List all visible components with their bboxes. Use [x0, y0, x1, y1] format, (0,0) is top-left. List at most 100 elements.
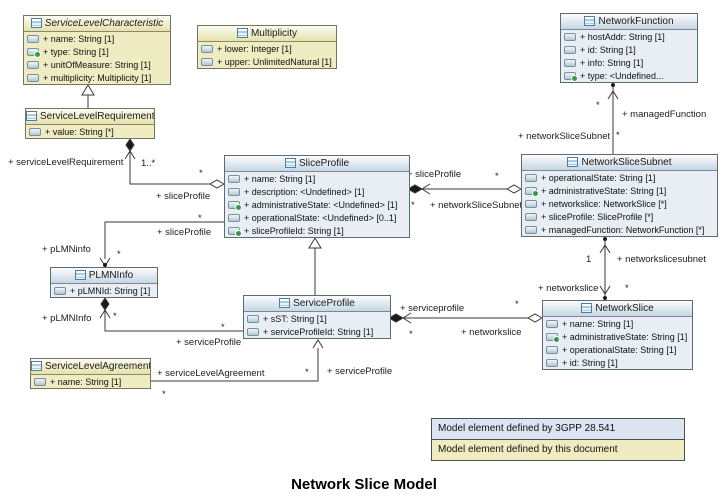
class-name: NetworkSlice	[595, 303, 654, 314]
attribute-row: + sST: String [1]	[244, 312, 390, 325]
edge-label: *	[495, 171, 499, 182]
edge-label: + sliceProfile	[157, 227, 211, 238]
attribute-icon	[525, 225, 537, 234]
attribute-text: + sliceProfileId: String [1]	[244, 225, 344, 236]
attribute-text: + administrativeState: String [1]	[562, 331, 688, 342]
attribute-text: + name: String [1]	[43, 33, 115, 44]
edge-label: *	[113, 311, 117, 322]
uml-class-plmninfo: PLMNInfo + pLMNId: String [1]	[50, 267, 158, 298]
edge-plmninfo-serviceprofile: + pLMNInfo * + serviceProfile *	[42, 297, 243, 348]
attribute-text: + unitOfMeasure: String [1]	[43, 59, 151, 70]
edge-label: *	[596, 100, 600, 111]
attribute-row: + administrativeState: <Undefined> [1]	[225, 198, 409, 211]
attribute-row: + name: String [1]	[225, 172, 409, 185]
edge-label: *	[162, 389, 166, 400]
edge-sliceprofile-plmninfo: + sliceProfile * + pLMNinfo *	[42, 213, 224, 267]
uml-class-multiplicity: Multiplicity + lower: Integer [1] + uppe…	[197, 25, 337, 69]
attribute-icon	[546, 319, 558, 328]
class-icon	[279, 298, 291, 308]
edge-slr-sliceprofile: + serviceLevelRequirement 1..* * + slice…	[8, 138, 226, 202]
attribute-text: + pLMNId: String [1]	[70, 285, 151, 296]
attribute-icon	[201, 44, 213, 53]
class-header: ServiceProfile	[244, 296, 390, 312]
attribute-row: + pLMNId: String [1]	[51, 284, 157, 297]
attribute-icon	[228, 213, 240, 222]
class-name: ServiceLevelAgreement	[45, 361, 150, 372]
attribute-row: + info: String [1]	[561, 56, 697, 69]
attribute-text: + sST: String [1]	[263, 313, 327, 324]
edge-serviceprofile-networkslice: + serviceprofile * + networkslice *	[387, 299, 544, 340]
attribute-icon	[228, 187, 240, 196]
attribute-row: + name: String [1]	[24, 32, 170, 45]
edge-label: + networkslice	[461, 327, 521, 338]
class-header: NetworkSlice	[543, 301, 692, 317]
edge-label: 1..*	[141, 158, 156, 169]
attribute-row: + name: String [1]	[543, 317, 692, 330]
legend-row-document: Model element defined by this document	[431, 439, 685, 461]
generalization-slr-slc	[81, 84, 95, 108]
attribute-icon	[525, 173, 537, 182]
diagram-caption: Network Slice Model	[291, 476, 437, 493]
attribute-row: + id: String [1]	[543, 356, 692, 369]
edge-label: *	[199, 168, 203, 179]
class-name: SliceProfile	[298, 158, 350, 169]
attribute-row: + id: String [1]	[561, 43, 697, 56]
class-icon	[284, 158, 296, 168]
attribute-text: + lower: Integer [1]	[217, 43, 292, 54]
class-name: Multiplicity	[250, 28, 298, 39]
class-icon	[581, 303, 593, 313]
attribute-row: + type: <Undefined...	[561, 69, 697, 82]
attribute-row: + name: String [1]	[31, 375, 150, 388]
class-header: Multiplicity	[198, 26, 336, 42]
attribute-text: + hostAddr: String [1]	[580, 31, 665, 42]
uml-class-networkfunction: NetworkFunction + hostAddr: String [1] +…	[560, 13, 698, 83]
attribute-text: + serviceProfileId: String [1]	[263, 326, 374, 337]
attribute-icon	[546, 332, 560, 343]
edge-label: + serviceLevelRequirement	[8, 157, 124, 168]
attribute-text: + networkslice: NetworkSlice [*]	[541, 198, 667, 209]
class-name: PLMNInfo	[88, 270, 134, 281]
uml-class-servicelevelcharacteristic: ServiceLevelCharacteristic + name: Strin…	[23, 15, 171, 85]
edge-label: + pLMNInfo	[42, 313, 91, 324]
class-name: ServiceLevelCharacteristic	[44, 18, 164, 29]
attribute-compartment: + value: String [*]	[26, 125, 154, 138]
uml-class-networkslicesubnet: NetworkSliceSubnet + operationalState: S…	[521, 154, 718, 237]
attribute-row: + multiplicity: Multiplicity [1]	[24, 71, 170, 84]
attribute-compartment: + sST: String [1] + serviceProfileId: St…	[244, 312, 390, 338]
edge-label: + managedFunction	[622, 109, 706, 120]
attribute-icon	[247, 314, 259, 323]
class-header: ServiceLevelRequirement	[26, 109, 154, 125]
uml-class-servicelevelrequirement: ServiceLevelRequirement + value: String …	[25, 108, 155, 139]
attribute-text: + name: String [1]	[50, 376, 122, 387]
class-icon	[74, 270, 86, 280]
class-icon	[567, 157, 579, 167]
edge-label: *	[515, 299, 519, 310]
edge-label: + networkslicesubnet	[617, 254, 706, 265]
uml-class-networkslice: NetworkSlice + name: String [1] + admini…	[542, 300, 693, 370]
attribute-icon	[29, 127, 41, 136]
attribute-text: + id: String [1]	[562, 357, 618, 368]
class-header: ServiceLevelAgreement	[31, 359, 150, 375]
class-icon	[236, 28, 248, 38]
class-header: SliceProfile	[225, 156, 409, 172]
edge-label: + sliceProfile	[407, 169, 461, 180]
attribute-text: + managedFunction: NetworkFunction [*]	[541, 224, 705, 235]
attribute-row: + lower: Integer [1]	[198, 42, 336, 55]
attribute-icon	[564, 58, 576, 67]
attribute-row: + upper: UnlimitedNatural [1]	[198, 55, 336, 68]
attribute-text: + type: String [1]	[43, 46, 109, 57]
attribute-compartment: + name: String [1]	[31, 375, 150, 388]
class-name: NetworkSliceSubnet	[581, 157, 672, 168]
attribute-text: + operationalState: <Undefined> [0..1]	[244, 212, 397, 223]
attribute-compartment: + hostAddr: String [1] + id: String [1] …	[561, 30, 697, 82]
edge-label: + networkSliceSubnet	[430, 200, 523, 211]
attribute-text: + description: <Undefined> [1]	[244, 186, 365, 197]
legend: Model element defined by 3GPP 28.541 Mod…	[431, 418, 685, 461]
attribute-compartment: + name: String [1] + type: String [1] + …	[24, 32, 170, 84]
edge-label: *	[411, 200, 415, 211]
attribute-row: + operationalState: <Undefined> [0..1]	[225, 211, 409, 224]
attribute-icon	[228, 174, 240, 183]
uml-class-sliceprofile: SliceProfile + name: String [1] + descri…	[224, 155, 410, 238]
class-icon	[26, 111, 37, 121]
